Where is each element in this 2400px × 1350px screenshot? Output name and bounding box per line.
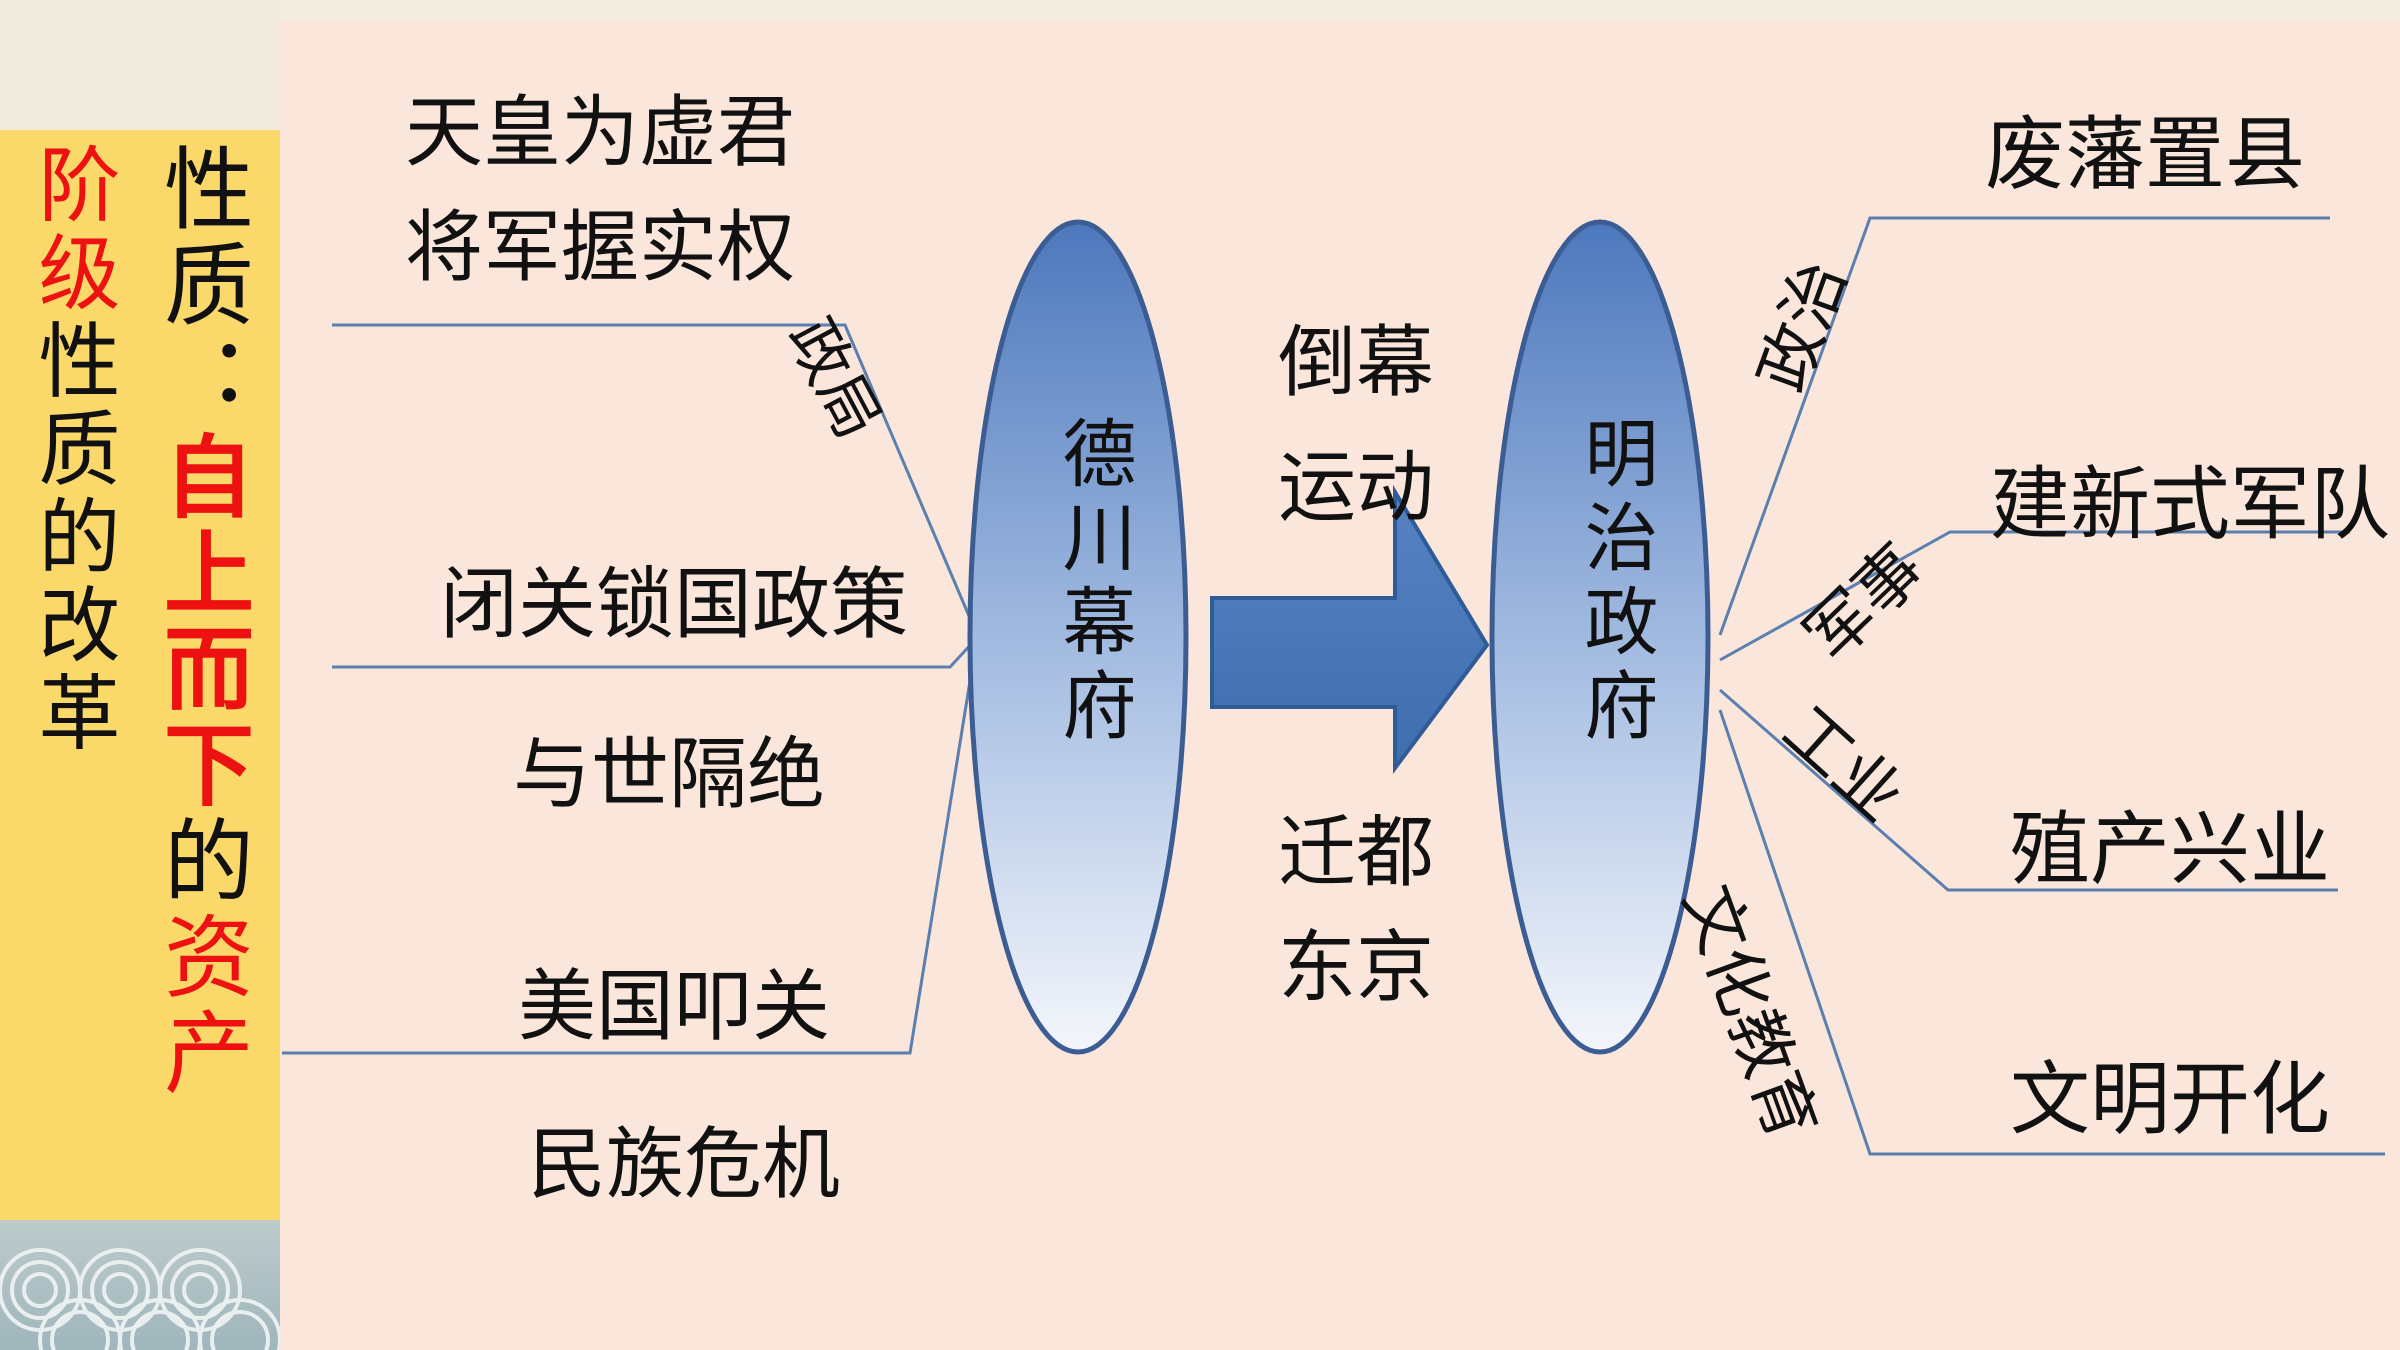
isolation-policy-text: 闭关锁国政策 [440, 560, 909, 650]
emperor-text: 天皇为虚君 [405, 88, 796, 178]
us-knock-text: 美国叩关 [518, 962, 831, 1052]
crisis-text: 民族危机 [528, 1120, 841, 1210]
top-down-text: 自上而下 [148, 430, 253, 814]
capital-move-text-2: 东京 [1278, 923, 1435, 1013]
isolated-text: 与世隔绝 [513, 730, 826, 820]
sidebar-col2: 性质：自上而下的资产 [148, 142, 253, 1102]
civilization-text: 文明开化 [2010, 1053, 2330, 1146]
overthrow-text-1: 倒幕 [1278, 318, 1435, 408]
capital-move-text-1: 迁都 [1278, 808, 1435, 898]
new-army-text: 建新式军队 [1990, 458, 2390, 551]
tokugawa-oval [967, 219, 1189, 1055]
meiji-government-label: 明治政府 [1572, 415, 1658, 751]
shogun-text: 将军握实权 [405, 203, 796, 293]
tokugawa-shogunate-label: 德川幕府 [1050, 415, 1136, 751]
abolish-domains-text: 废藩置县 [1985, 108, 2305, 201]
overthrow-text-2: 运动 [1278, 443, 1435, 533]
meiji-oval [1489, 219, 1711, 1055]
transition-arrow [1210, 484, 1490, 775]
wave-pattern [0, 1248, 280, 1350]
left-branch-lines [282, 323, 977, 1055]
class-red-text: 阶级 [24, 142, 119, 318]
reform-nature-text: 性质的改革 [24, 318, 119, 758]
right-branch-lines [1718, 216, 2385, 1156]
of-text: 的 [148, 814, 253, 910]
sidebar-col1: 阶级性质的改革 [24, 142, 119, 758]
bourgeois-text: 资产 [148, 910, 253, 1102]
industry-promotion-text: 殖产兴业 [2010, 803, 2330, 896]
nature-label: 性质： [148, 142, 253, 430]
nature-panel [0, 130, 280, 1220]
